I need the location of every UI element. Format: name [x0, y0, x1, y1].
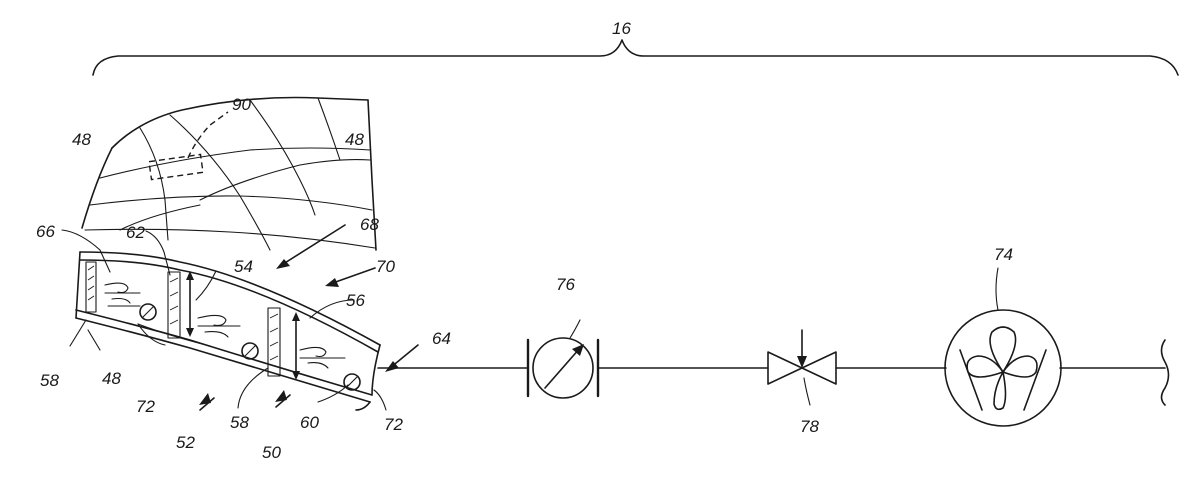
- valve-icon: [767, 329, 837, 406]
- flow-meter-icon: [526, 319, 600, 399]
- label-74: 74: [994, 245, 1013, 264]
- cross-section: [75, 251, 381, 411]
- label-54: 54: [234, 257, 253, 276]
- label-66: 66: [36, 222, 55, 241]
- label-90: 90: [232, 95, 251, 114]
- label-48-left: 48: [72, 130, 91, 149]
- label-62: 62: [126, 223, 145, 242]
- label-48-right: 48: [345, 130, 364, 149]
- leader-lines: [61, 224, 419, 411]
- label-58-right: 58: [230, 413, 249, 432]
- label-76: 76: [556, 275, 575, 294]
- label-56: 56: [346, 291, 365, 310]
- label-68: 68: [360, 215, 379, 234]
- label-72-left: 72: [136, 397, 155, 416]
- surface-panels: [81, 96, 377, 251]
- reference-labels: 16 90 48 48 66 62 68 70 54 56 64 76 74 5…: [36, 19, 1013, 462]
- label-78: 78: [800, 417, 819, 436]
- label-72-right: 72: [384, 415, 403, 434]
- label-16: 16: [612, 19, 631, 38]
- label-48-bottom: 48: [102, 369, 121, 388]
- fluid-line: [377, 339, 1170, 406]
- pump-icon: [944, 267, 1062, 427]
- label-70: 70: [376, 257, 395, 276]
- label-58-left: 58: [40, 371, 59, 390]
- system-brace: [92, 39, 1179, 76]
- label-52: 52: [176, 433, 195, 452]
- label-50: 50: [262, 443, 281, 462]
- label-64: 64: [432, 329, 451, 348]
- label-60: 60: [300, 413, 319, 432]
